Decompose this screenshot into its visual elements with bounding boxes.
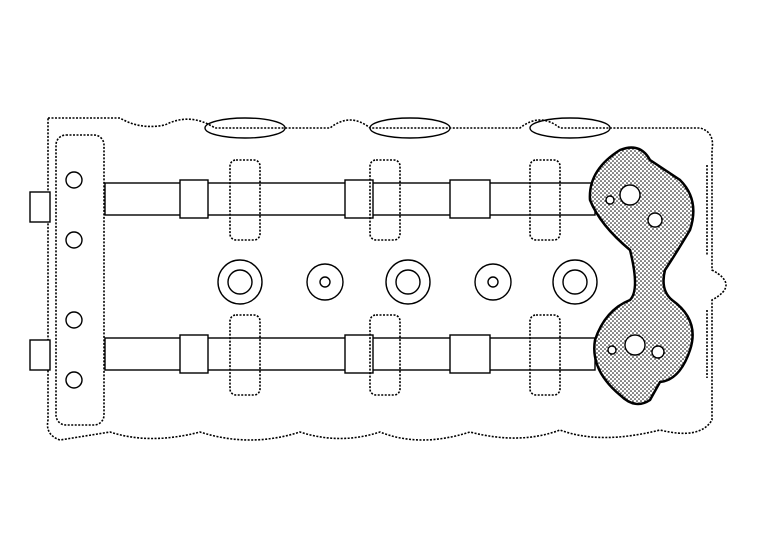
exhaust-camshaft — [104, 334, 596, 374]
camshaft-bearing-caps — [229, 159, 561, 396]
highlighted-gasket — [588, 146, 695, 406]
front-cover — [55, 134, 105, 426]
top-ports — [204, 117, 611, 139]
spark-plug-holes — [217, 259, 598, 305]
gasket-holes — [605, 184, 665, 359]
front-bolts — [29, 171, 83, 389]
intake-camshaft — [104, 179, 596, 219]
head-outline — [46, 117, 727, 441]
